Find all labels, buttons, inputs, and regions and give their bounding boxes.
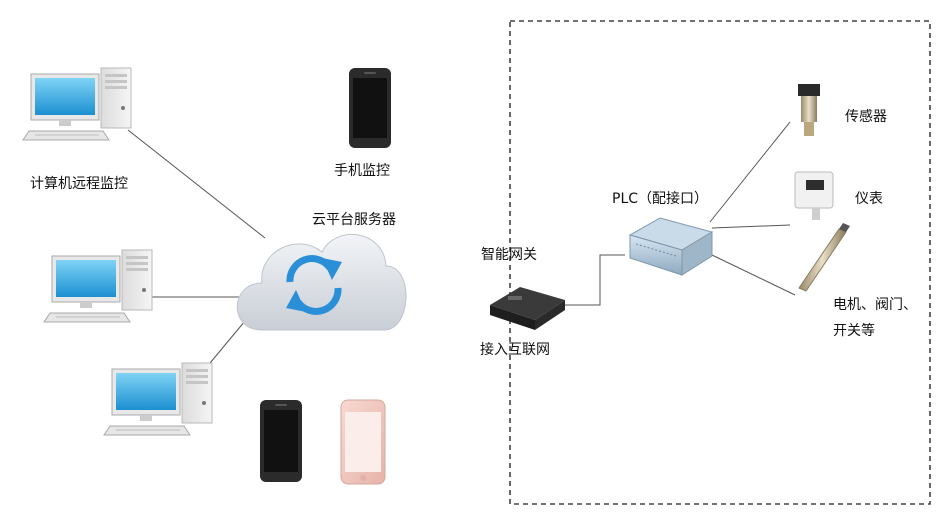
plc-icon [628,217,714,276]
label-smart-gateway: 智能网关 [481,247,537,263]
smartphone-top [349,68,391,148]
label-sensor: 传感器 [845,109,887,125]
remote-pc-1 [22,67,132,141]
smartphone-iphone [340,399,386,485]
label-actuators-line1: 电机、阀门、 [833,297,917,313]
label-internet-access: 接入互联网 [480,342,550,358]
link-gateway-plc [560,254,625,306]
link-pc1-cloud [127,129,266,239]
link-plc-meter [711,224,791,229]
pressure-sensor-icon [798,84,820,136]
label-plc: PLC（配接口） [612,191,709,207]
cloud-server-icon [236,234,407,331]
label-phone-monitor: 手机监控 [334,163,390,179]
remote-pc-2 [43,249,153,323]
field-boundary [509,20,931,505]
smart-gateway-icon [490,287,565,330]
smartphone-android [260,400,302,482]
remote-pc-3 [103,362,213,436]
actuator-probe-icon [798,223,850,292]
label-pc-remote: 计算机远程监控 [30,176,128,192]
meter-icon [794,171,834,220]
link-plc-actuator [711,254,796,296]
link-plc-sensor [709,121,791,223]
label-actuators-line2: 开关等 [833,323,875,339]
label-cloud-server: 云平台服务器 [312,212,396,228]
label-meter: 仪表 [855,191,883,207]
